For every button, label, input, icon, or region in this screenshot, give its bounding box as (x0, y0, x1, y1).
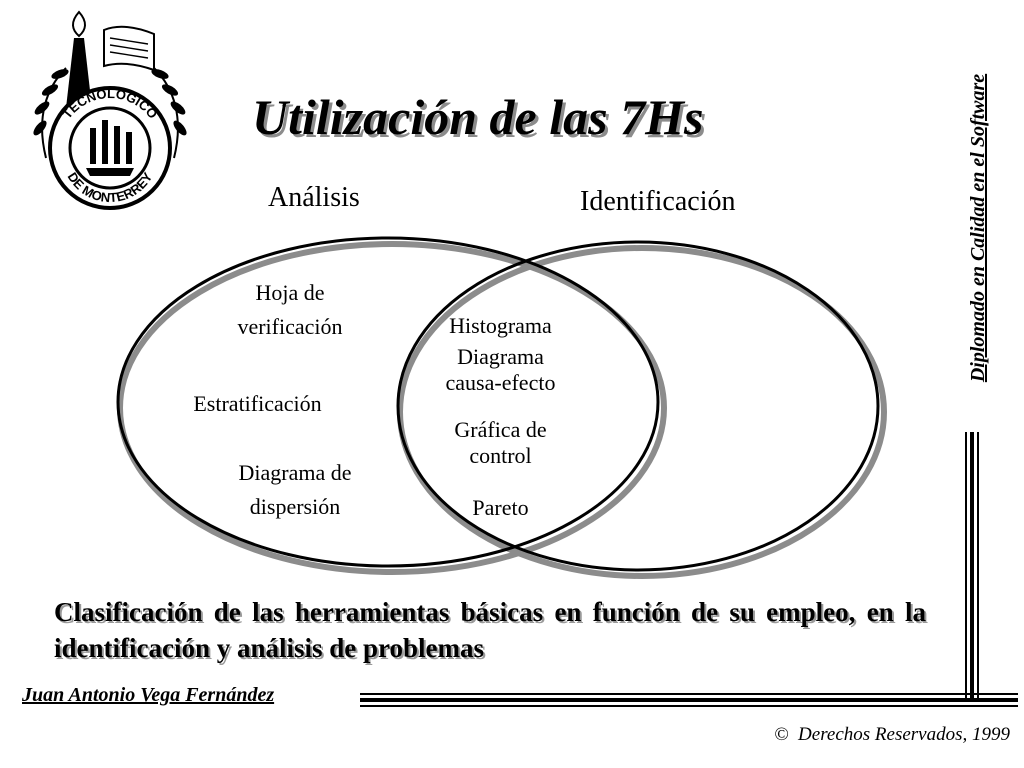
item-line: Gráfica de (454, 417, 547, 442)
venn-item-hoja-de-verificacion: Hoja de verificación (210, 276, 370, 344)
venn-item-diagrama-de-dispersion: Diagrama de dispersión (210, 456, 380, 524)
venn-item-pareto: Pareto (472, 495, 529, 520)
venn-label-identificacion: Identificación (580, 186, 736, 217)
venn-right-ellipse (396, 240, 880, 572)
copyright-text: Derechos Reservados, 1999 (798, 724, 1010, 745)
venn-item-histograma: Histograma (449, 313, 552, 338)
venn-item-estratificacion: Estratificación (193, 391, 322, 416)
item-line: control (469, 443, 532, 469)
venn-left-ellipse (116, 236, 660, 568)
venn-label-analisis: Análisis (268, 182, 360, 213)
item-line: Hoja de (255, 280, 325, 305)
venn-right-shadow (397, 245, 887, 579)
caption-line-2: empleo, en la identificación y análisis … (54, 597, 926, 663)
copyright-icon: © (774, 724, 789, 745)
copyright-notice: © Derechos Reservados, 1999 (690, 724, 1010, 746)
author-name: Juan Antonio Vega Fernández (22, 684, 275, 706)
item-line: Diagrama (457, 344, 544, 369)
venn-left-shadow (117, 241, 667, 575)
item-line: verificación (237, 314, 343, 340)
venn-item-grafica-de-control: Gráfica de control (418, 417, 583, 470)
item-line: dispersión (249, 494, 341, 520)
caption-line-1: Clasificación de las herramientas básica… (54, 597, 755, 627)
venn-item-diagrama-causa-efecto: Diagrama causa-efecto (418, 344, 583, 397)
item-line: causa-efecto (445, 370, 556, 396)
item-line: Diagrama de (238, 460, 352, 485)
slide-title: Utilización de las 7Hs (252, 89, 704, 145)
slide-caption: Clasificación de las herramientas básica… (54, 594, 926, 666)
tecnologico-de-monterrey-seal-icon: TECNOLÓGICO DE MONTERREY (33, 10, 187, 210)
